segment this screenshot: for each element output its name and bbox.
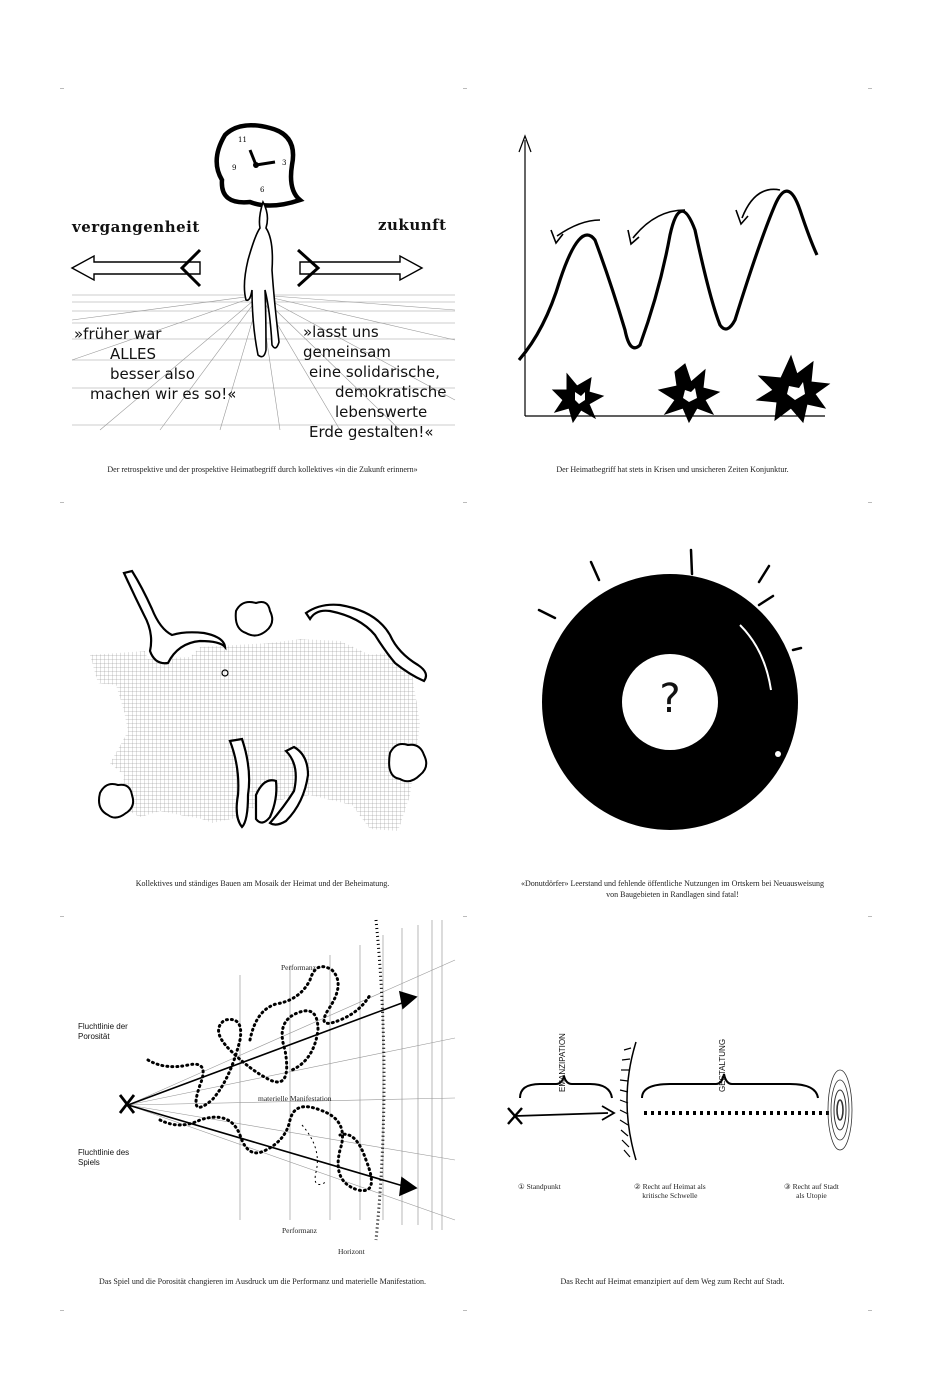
horizon-line (374, 919, 386, 1241)
horizon-label: Horizont (338, 1247, 365, 1256)
double-arrow-right (296, 248, 424, 288)
note-line: machen wir es so!« (90, 385, 237, 403)
crop-mark (60, 88, 64, 89)
panel-heimat-past-future: 11 3 9 6 vergangenheit zukunft »früher w… (60, 110, 465, 442)
caption-panel-5: Das Spiel und die Porosität changieren i… (98, 1277, 427, 1286)
crisis-wave-graph (517, 134, 831, 424)
caption-line: von Baugebieten in Randlagen sind fatal! (606, 890, 739, 899)
vertical-grid (239, 920, 443, 1230)
crop-mark (463, 1310, 467, 1311)
crop-mark (463, 502, 467, 503)
design-label: GESTALTUNG (718, 1038, 727, 1092)
y-axis-arrow (518, 134, 532, 153)
vanishing-lines (127, 990, 418, 1197)
caption-panel-6: Das Recht auf Heimat emanzipiert auf dem… (560, 1277, 785, 1286)
note-line: ALLES (110, 345, 156, 363)
right-handwritten-note: »lasst uns gemeinsam eine solidarische, … (303, 322, 465, 442)
rock-icon (98, 601, 428, 819)
mosaic-grid-area (90, 639, 420, 831)
explosion-icon (755, 354, 831, 424)
mosaic-drawing (90, 569, 428, 831)
perspective-rays (127, 959, 456, 1221)
wave-line (517, 189, 819, 362)
future-label: zukunft (378, 216, 447, 234)
standing-figure (243, 199, 280, 358)
crop-mark (60, 916, 64, 917)
emancipation-brace (519, 1075, 613, 1099)
step-standpoint: ① Standpunkt (518, 1182, 561, 1191)
crop-mark (60, 502, 64, 503)
svg-text:3: 3 (282, 159, 286, 167)
step-utopia: ③ Recht auf Stadt als Utopie (784, 1182, 839, 1200)
crop-mark (868, 88, 872, 89)
donut-drawing (537, 548, 803, 830)
double-arrow-left (70, 248, 202, 288)
question-mark: ? (659, 676, 681, 722)
threshold-hatching (619, 1047, 632, 1158)
caption-panel-2: Der Heimatbegriff hat stets in Krisen un… (556, 465, 789, 474)
highlight (739, 624, 772, 691)
caption-line: «Donutdörfer» Leerstand und fehlende öff… (520, 879, 825, 888)
crop-mark (868, 916, 872, 917)
explosion-icon (657, 363, 721, 424)
past-label: vergangenheit (72, 218, 200, 236)
note-line: »früher war (74, 325, 162, 343)
left-handwritten-note: »früher war ALLES besser also machen wir… (74, 324, 236, 404)
perspective-grid (71, 294, 456, 431)
porosity-label: Fluchtlinie der Porosität (78, 1022, 128, 1041)
highlight-dot (775, 751, 781, 757)
utopia-rings (827, 1069, 853, 1151)
design-brace (641, 1073, 819, 1099)
threshold-curve (626, 1041, 637, 1161)
right-to-heimat-drawing (507, 1041, 853, 1161)
play-porosity-drawing (118, 919, 456, 1241)
emancipation-arrow (514, 1112, 609, 1117)
note-line: demokratische (335, 383, 447, 401)
caption-panel-1: Der retrospektive und der prospektive He… (107, 465, 418, 474)
radiating-lines (537, 548, 803, 652)
dotted-loops (146, 965, 373, 1193)
panel-donut-village: ? (525, 540, 825, 840)
manifestation-label: materielle Manifestation (258, 1094, 332, 1103)
panel-right-to-heimat: EMANZIPATION GESTALTUNG ① Standpunkt ② R… (500, 980, 870, 1210)
play-label: Fluchtlinie des Spiels (78, 1148, 130, 1167)
performance-bottom-label: Performanz (282, 1226, 317, 1235)
panel-heimat-crisis (505, 130, 835, 430)
performance-top-label: Performanz (281, 963, 316, 972)
note-line: »lasst uns gemeinsam (303, 323, 391, 361)
step-threshold: ② Recht auf Heimat als kritische Schwell… (634, 1182, 706, 1200)
svg-text:11: 11 (238, 136, 247, 144)
past-future-drawing: 11 3 9 6 (70, 122, 456, 431)
crop-mark (60, 1310, 64, 1311)
caption-panel-4: «Donutdörfer» Leerstand und fehlende öff… (470, 878, 875, 900)
panel-play-porosity: Fluchtlinie der Porosität Fluchtlinie de… (70, 919, 460, 1260)
svg-text:9: 9 (232, 164, 236, 172)
note-line: eine solidarische, (309, 363, 440, 381)
crop-mark (868, 1310, 872, 1311)
donut-hole (622, 654, 718, 750)
emancipation-label: EMANZIPATION (558, 1033, 567, 1092)
svg-text:6: 6 (260, 186, 265, 194)
note-line: lebenswerte (335, 403, 428, 421)
note-line: Erde gestalten!« (309, 423, 434, 441)
reaching-hands (122, 569, 428, 829)
note-line: besser also (110, 365, 195, 383)
origin-cross-icon (118, 1094, 136, 1114)
caption-panel-3: Kollektives und ständiges Bauen am Mosai… (135, 879, 390, 888)
crop-mark (463, 916, 467, 917)
melting-clock-icon: 11 3 9 6 (214, 122, 305, 208)
curved-arrows (550, 188, 781, 246)
small-circle (221, 669, 229, 677)
crop-mark (463, 88, 467, 89)
crop-mark (868, 502, 872, 503)
explosion-icon (551, 372, 605, 424)
panel-mosaic (80, 555, 460, 855)
